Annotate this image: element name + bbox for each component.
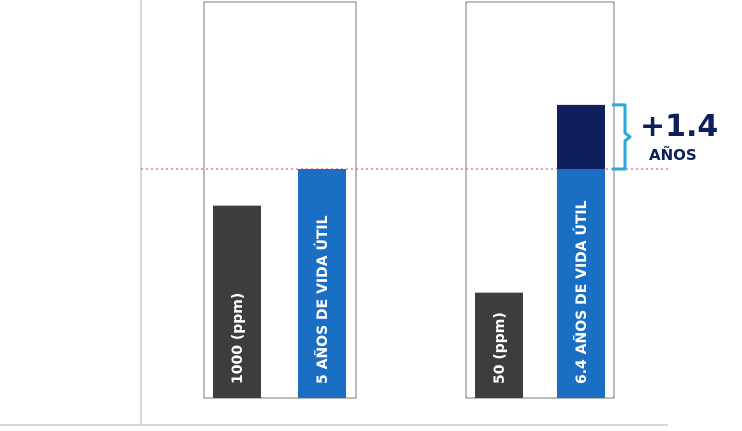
bar-1-2 [298,169,346,398]
annotation-value: +1.4 [640,109,718,144]
bar-2-2 [557,169,605,398]
bar-label-2-2: 6.4 AÑOS DE VIDA ÚTIL [572,200,590,384]
panel-frame-1 [203,1,357,399]
panel-frame-2 [465,1,615,399]
bar-label-1-2: 5 AÑOS DE VIDA ÚTIL [313,215,331,384]
bar-1-1 [213,205,261,398]
bar-extension-2 [557,104,605,169]
bar-label-1-1: 1000 (ppm) [230,293,246,384]
bar-2-1 [475,292,523,398]
bracket [612,103,632,171]
annotation-unit: AÑOS [649,145,697,164]
bar-label-2-1: 50 (ppm) [492,312,508,384]
